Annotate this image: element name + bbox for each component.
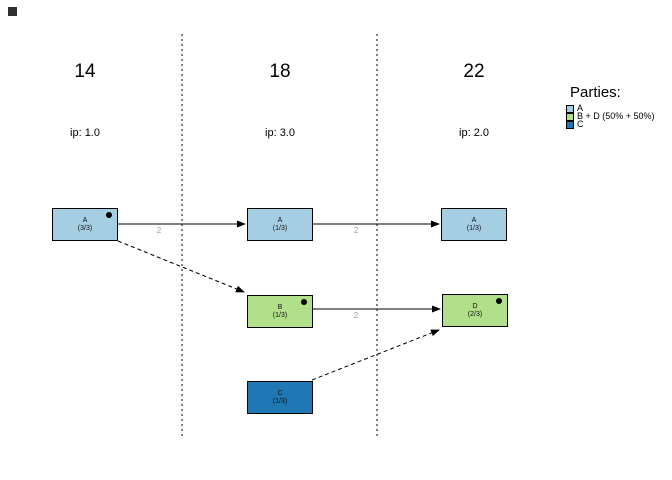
node-a-14: A (3/3) (52, 208, 118, 241)
node-share: (1/3) (272, 311, 288, 319)
edge-a14-b18-dashed (117, 240, 245, 293)
corner-mark (8, 7, 17, 16)
edge-weight-a14-a18: 2 (156, 226, 162, 235)
period-label-14: 14 (74, 61, 96, 82)
legend-label: C (577, 119, 584, 129)
period-ip-22: ip: 2.0 (459, 127, 489, 139)
edge-c18-d22-dashed (311, 329, 440, 381)
legend-label: B + D (50% + 50%) (577, 111, 655, 121)
period-label-22: 22 (463, 61, 485, 82)
node-share: (3/3) (77, 224, 93, 232)
edge-weight-b18-d22: 2 (353, 311, 359, 320)
node-name: D (472, 302, 478, 310)
node-name: A (277, 216, 283, 224)
period-ip-14: ip: 1.0 (70, 127, 100, 139)
government-dot (106, 212, 112, 218)
node-name: C (277, 389, 283, 397)
period-ip-18: ip: 3.0 (265, 127, 295, 139)
node-d-22: D (2/3) (442, 294, 508, 327)
government-dot (496, 298, 502, 304)
party-c-swatch (566, 121, 574, 129)
legend-label: A (577, 103, 584, 113)
edge-weight-a18-a22: 2 (353, 226, 359, 235)
node-a-18: A (1/3) (247, 208, 313, 241)
node-share: (1/3) (272, 224, 288, 232)
node-share: (1/3) (466, 224, 482, 232)
government-dot (301, 299, 307, 305)
node-share: (2/3) (467, 310, 483, 318)
node-c-18: C (1/3) (247, 381, 313, 414)
node-name: A (82, 216, 88, 224)
node-name: A (471, 216, 477, 224)
legend-title: Parties: (570, 84, 621, 101)
node-share: (1/3) (272, 397, 288, 405)
period-label-18: 18 (269, 61, 291, 82)
party-a-swatch (566, 105, 574, 113)
node-name: B (277, 303, 283, 311)
node-a-22: A (1/3) (441, 208, 507, 241)
node-b-18: B (1/3) (247, 295, 313, 328)
party-bd-swatch (566, 113, 574, 121)
